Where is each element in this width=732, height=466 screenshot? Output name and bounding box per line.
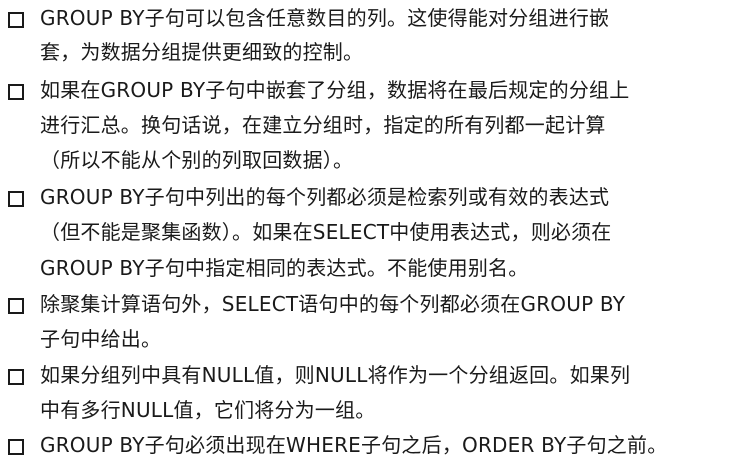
bullet-line: （所以不能从个别的列取回数据）。 — [40, 148, 354, 172]
bullet-line: GROUP BY子句可以包含任意数目的列。这使得能对分组进行嵌 — [40, 6, 610, 30]
checkbox-bullet-icon — [8, 191, 24, 207]
bullet-line: （但不能是聚集函数）。如果在SELECT中使用表达式，则必须在 — [40, 220, 612, 244]
bullet-line: 子句中给出。 — [40, 327, 162, 351]
bullet-line: 中有多行NULL值，它们将分为一组。 — [40, 398, 376, 422]
checkbox-bullet-icon — [8, 439, 24, 455]
checkbox-bullet-icon — [8, 298, 24, 314]
bullet-line: 如果在GROUP BY子句中嵌套了分组，数据将在最后规定的分组上 — [40, 78, 630, 102]
bullet-line: GROUP BY子句中列出的每个列都必须是检索列或有效的表达式 — [40, 185, 610, 209]
bullet-line: 进行汇总。换句话说，在建立分组时，指定的所有列都一起计算 — [40, 113, 606, 137]
bullet-line: GROUP BY子句中指定相同的表达式。不能使用别名。 — [40, 256, 529, 280]
bullet-line: GROUP BY子句必须出现在WHERE子句之后，ORDER BY子句之前。 — [40, 433, 668, 457]
checkbox-bullet-icon — [8, 369, 24, 385]
checkbox-bullet-icon — [8, 84, 24, 100]
checkbox-bullet-icon — [8, 12, 24, 28]
bullet-line: 套，为数据分组提供更细致的控制。 — [40, 40, 364, 64]
bullet-line: 除聚集计算语句外，SELECT语句中的每个列都必须在GROUP BY — [40, 292, 626, 316]
bullet-line: 如果分组列中具有NULL值，则NULL将作为一个分组返回。如果列 — [40, 363, 631, 387]
